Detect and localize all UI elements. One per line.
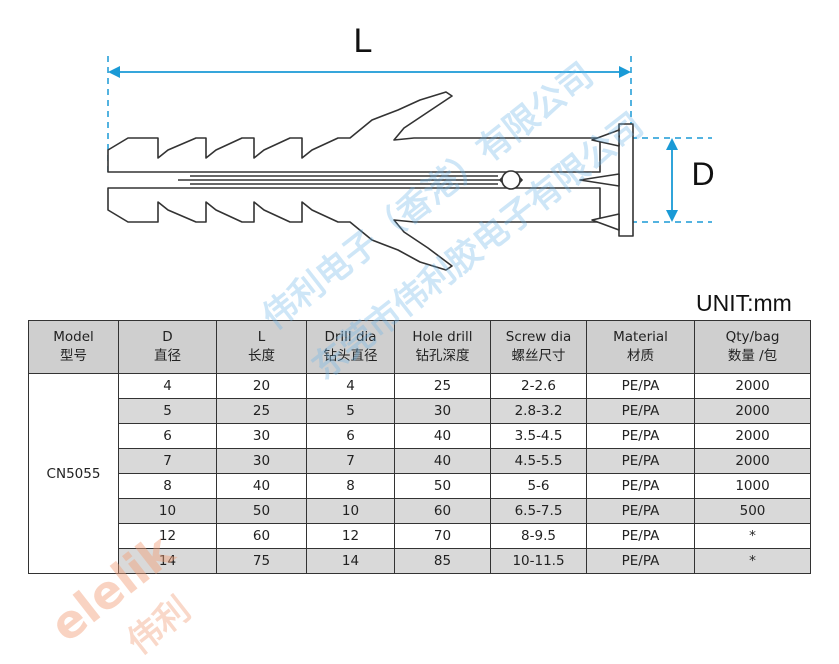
cell-screw-dia: 2.8-3.2	[490, 398, 587, 424]
table-row: CN5055 4 20 4 25 2-2.6 PE/PA 2000	[28, 373, 811, 574]
cell-material: PE/PA	[586, 498, 695, 524]
wall-plug-body	[107, 91, 634, 271]
cell-hole-drill: 85	[394, 548, 491, 574]
cell-drill-dia: 14	[306, 548, 395, 574]
cell-qty: *	[694, 523, 811, 549]
cell-d: 12	[118, 523, 217, 549]
cell-d: 10	[118, 498, 217, 524]
cell-screw-dia: 5-6	[490, 473, 587, 499]
cell-material: PE/PA	[586, 448, 695, 474]
cell-d: 6	[118, 423, 217, 449]
cell-hole-drill: 50	[394, 473, 491, 499]
cell-material: PE/PA	[586, 473, 695, 499]
table-row: 6 30 6 40 3.5-4.5 PE/PA 2000	[29, 423, 811, 449]
length-dimension-arrow	[108, 66, 631, 78]
cell-l: 50	[216, 498, 307, 524]
unit-label: UNIT:mm	[696, 290, 792, 316]
model-cell: CN5055	[28, 373, 119, 574]
cell-d: 5	[118, 398, 217, 424]
cell-l: 60	[216, 523, 307, 549]
cell-l: 25	[216, 398, 307, 424]
cell-material: PE/PA	[586, 548, 695, 574]
cell-drill-dia: 4	[306, 373, 395, 399]
cell-hole-drill: 30	[394, 398, 491, 424]
table-row: 8 40 8 50 5-6 PE/PA 1000	[29, 473, 811, 499]
cell-l: 30	[216, 423, 307, 449]
cell-qty: 2000	[694, 423, 811, 449]
cell-drill-dia: 12	[306, 523, 395, 549]
cell-l: 40	[216, 473, 307, 499]
cell-drill-dia: 8	[306, 473, 395, 499]
cell-screw-dia: 2-2.6	[490, 373, 587, 399]
diameter-label: D	[691, 156, 714, 192]
cell-screw-dia: 6.5-7.5	[490, 498, 587, 524]
cell-screw-dia: 8-9.5	[490, 523, 587, 549]
diameter-dimension-arrow	[666, 138, 678, 222]
cell-d: 14	[118, 548, 217, 574]
cell-d: 7	[118, 448, 217, 474]
cell-qty: 2000	[694, 448, 811, 474]
cell-material: PE/PA	[586, 373, 695, 399]
cell-screw-dia: 3.5-4.5	[490, 423, 587, 449]
length-label: L	[354, 22, 373, 60]
cell-hole-drill: 60	[394, 498, 491, 524]
cell-screw-dia: 4.5-5.5	[490, 448, 587, 474]
cell-l: 20	[216, 373, 307, 399]
cell-material: PE/PA	[586, 398, 695, 424]
cell-material: PE/PA	[586, 523, 695, 549]
wall-plug-diagram: L D	[107, 22, 715, 271]
cell-hole-drill: 70	[394, 523, 491, 549]
table-row: 10 50 10 60 6.5-7.5 PE/PA 500	[29, 498, 811, 524]
cell-drill-dia: 7	[306, 448, 395, 474]
table-row: 12 60 12 70 8-9.5 PE/PA *	[29, 523, 811, 549]
cell-drill-dia: 6	[306, 423, 395, 449]
cell-qty: 500	[694, 498, 811, 524]
cell-d: 4	[118, 373, 217, 399]
cell-drill-dia: 5	[306, 398, 395, 424]
cell-hole-drill: 25	[394, 373, 491, 399]
cell-l: 30	[216, 448, 307, 474]
cell-qty: *	[694, 548, 811, 574]
cell-qty: 2000	[694, 373, 811, 399]
cell-hole-drill: 40	[394, 423, 491, 449]
cell-d: 8	[118, 473, 217, 499]
watermark-brand-cn: 伟利	[119, 589, 199, 663]
table-row: 7 30 7 40 4.5-5.5 PE/PA 2000	[29, 448, 811, 474]
table-row: 5 25 5 30 2.8-3.2 PE/PA 2000	[29, 398, 811, 424]
cell-screw-dia: 10-11.5	[490, 548, 587, 574]
cell-drill-dia: 10	[306, 498, 395, 524]
cell-hole-drill: 40	[394, 448, 491, 474]
cell-l: 75	[216, 548, 307, 574]
table-row: 14 75 14 85 10-11.5 PE/PA *	[29, 548, 811, 574]
cell-qty: 1000	[694, 473, 811, 499]
cell-material: PE/PA	[586, 423, 695, 449]
cell-qty: 2000	[694, 398, 811, 424]
